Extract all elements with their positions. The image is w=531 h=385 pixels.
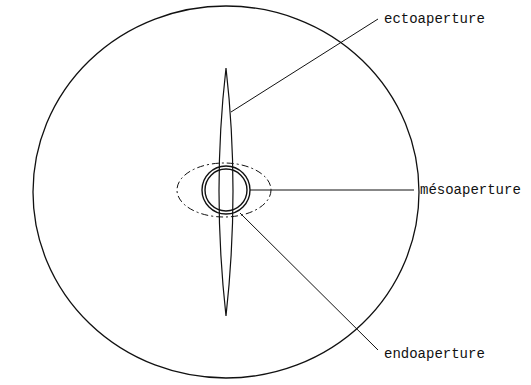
part-label: endoaperture xyxy=(384,346,485,362)
mesoaperture-ring xyxy=(202,166,250,214)
ectoaperture-slit xyxy=(219,68,233,316)
leader-line xyxy=(240,213,378,350)
mesoaperture-ring xyxy=(205,169,247,211)
grain-outline xyxy=(33,6,419,378)
part-label: ectoaperture xyxy=(384,11,485,27)
part-label: mésoaperture xyxy=(420,182,521,198)
leader-line xyxy=(231,19,378,112)
leader-line xyxy=(250,190,414,191)
